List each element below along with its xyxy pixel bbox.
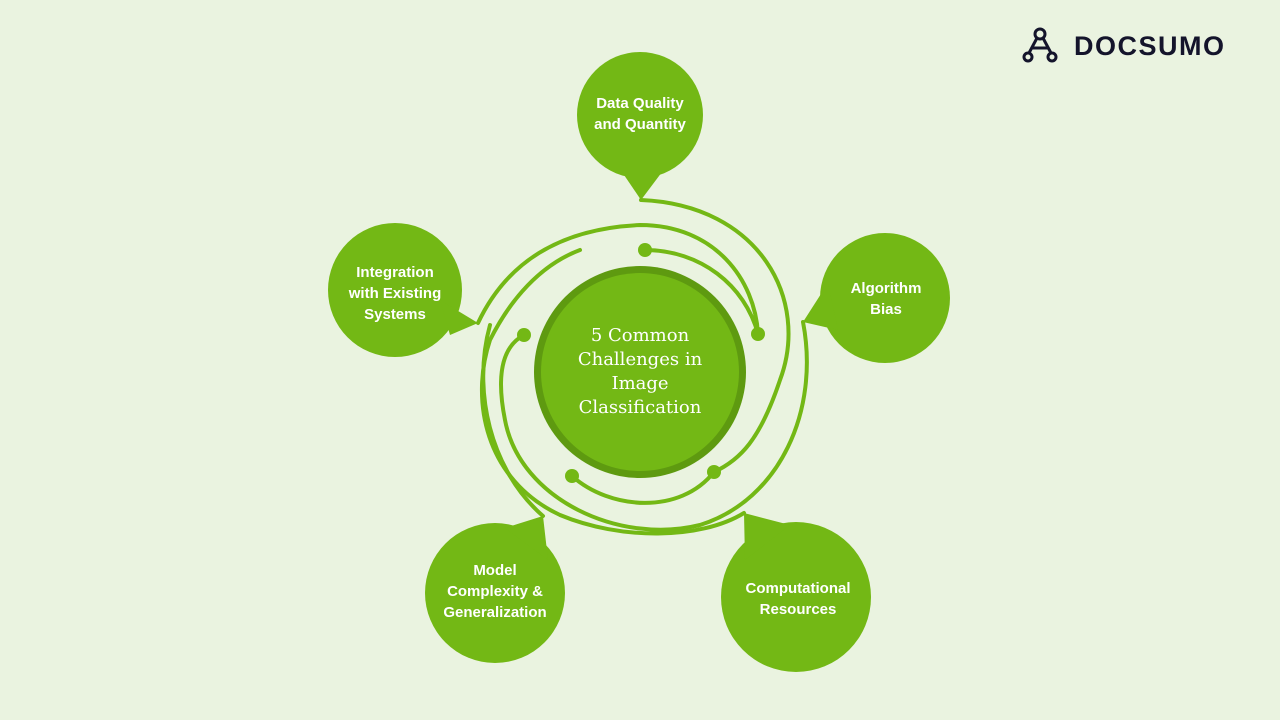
brand-logo: DOCSUMO	[1020, 26, 1226, 66]
bubble-integration	[328, 223, 478, 357]
bubble-computational	[721, 513, 871, 672]
connector-inner-arc-top	[643, 248, 760, 336]
center-circle-inner	[541, 273, 739, 471]
connector-model-complexity	[481, 323, 545, 518]
connector-dot	[751, 327, 765, 341]
challenge-label-model-complexity: Model Complexity & Generalization	[443, 561, 547, 621]
connector-integration	[476, 222, 760, 336]
docsumo-logo-icon	[1022, 27, 1058, 63]
connector-dot	[638, 243, 652, 257]
bubble-algorithm-bias	[803, 233, 950, 363]
connector-inner-arc-bottom	[570, 470, 716, 505]
connector-data-quality	[639, 198, 791, 474]
connector-dot	[565, 469, 579, 483]
bubble-model-complexity	[425, 516, 565, 663]
connector-dot	[707, 465, 721, 479]
challenge-label-data-quality: Data Quality and Quantity	[594, 95, 686, 133]
brand-name: DOCSUMO	[1074, 30, 1226, 61]
spiral-connectors	[476, 198, 809, 536]
challenge-bubbles	[328, 52, 950, 672]
bubble-data-quality	[577, 52, 703, 200]
connector-dots	[517, 243, 765, 483]
center-node	[534, 266, 746, 478]
connector-algorithm-bias	[499, 320, 809, 532]
challenge-label-algorithm-bias: Algorithm Bias	[850, 280, 922, 318]
challenge-label-computational-resources: Computational Resources	[745, 580, 851, 618]
challenge-label-integration: Integration with Existing Systems	[348, 263, 442, 323]
center-title: 5 Common Challenges in Image Classificat…	[577, 325, 703, 418]
connector-dot	[517, 328, 531, 342]
